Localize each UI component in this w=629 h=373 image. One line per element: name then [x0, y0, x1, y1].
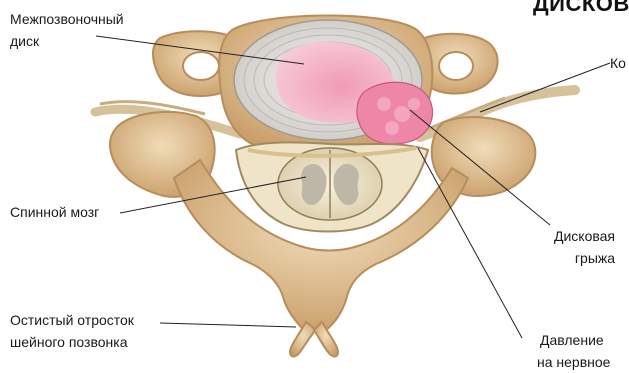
label-spinous-process: Остистый отросток шейного позвонка: [10, 309, 134, 353]
label-intervertebral-disc: Межпозвоночный диск: [10, 8, 124, 52]
label-spinal-cord: Спинной мозг: [10, 201, 99, 223]
label-nerve-root: Ко: [610, 52, 626, 74]
spinal-cord: [278, 148, 382, 220]
leader-process: [160, 323, 296, 327]
disc-herniation: [357, 82, 433, 144]
label-nerve-pressure: Давление на нервное: [537, 329, 610, 373]
label-disc-hernia: Дисковая грыжа: [554, 225, 615, 269]
leader-root: [480, 63, 610, 112]
diagram-title: ДИСКОВ: [533, 0, 629, 17]
